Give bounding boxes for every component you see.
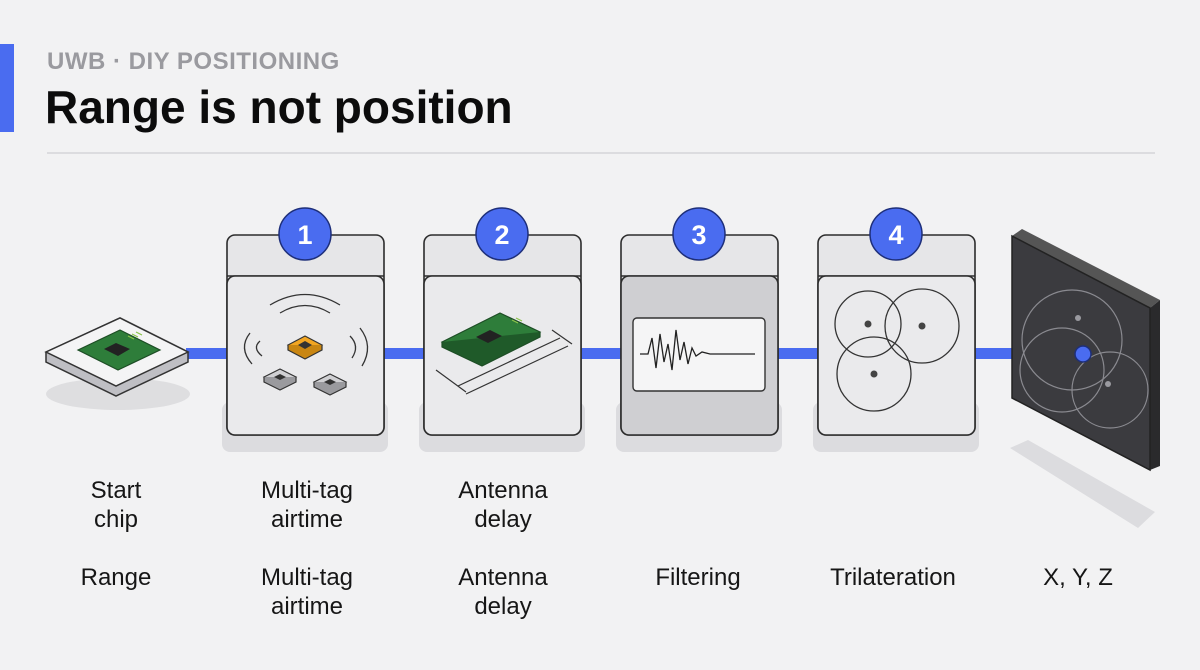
step-badge-4	[869, 207, 923, 261]
step-number-2: 2	[494, 220, 509, 250]
step-card-3: 3	[616, 207, 782, 452]
label-xyz: X, Y, Z	[1043, 564, 1113, 591]
step-card-1: 1	[222, 207, 388, 452]
trilateration-circles-icon	[834, 288, 960, 412]
step-card-2: 2	[419, 207, 585, 452]
eyebrow-label: UWB · DIY POSITIONING	[47, 48, 340, 75]
label-filtering: Filtering	[655, 564, 741, 591]
title-divider	[47, 152, 1155, 154]
step-number-4: 4	[888, 220, 903, 250]
filtering-waveform-icon	[632, 317, 766, 392]
multi-tag-airtime-icon	[243, 293, 369, 396]
step-badge-2	[475, 207, 529, 261]
position-marker	[1074, 345, 1092, 363]
step-card-4: 4	[813, 207, 979, 452]
step-badge-1	[278, 207, 332, 261]
step-number-3: 3	[691, 220, 706, 250]
antenna-delay-icon	[435, 312, 573, 395]
step-number-1: 1	[297, 220, 312, 250]
label-trilateration: Trilateration	[830, 564, 956, 591]
page-title: Range is not position	[45, 81, 513, 133]
xyz-output-panel	[1010, 229, 1160, 528]
step-badge-3	[672, 207, 726, 261]
start-chip-icon	[44, 317, 190, 410]
accent-bar	[0, 44, 14, 132]
label-range: Range	[80, 564, 152, 591]
